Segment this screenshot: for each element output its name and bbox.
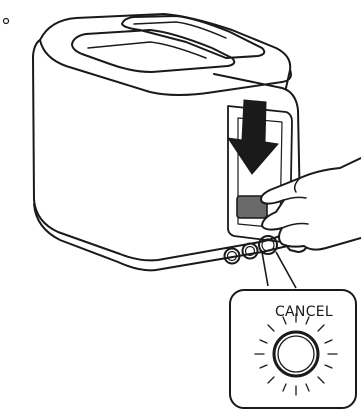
toaster-slot-front-inner bbox=[88, 42, 206, 58]
callout-pointer bbox=[262, 252, 296, 288]
cancel-label: CANCEL bbox=[261, 304, 347, 320]
button-middle bbox=[243, 244, 258, 259]
toaster-slot-back bbox=[122, 16, 264, 58]
hand-palm bbox=[261, 158, 361, 250]
bullet-marker bbox=[4, 19, 9, 24]
hand bbox=[261, 158, 361, 250]
toaster-top-front-edge bbox=[40, 40, 291, 95]
